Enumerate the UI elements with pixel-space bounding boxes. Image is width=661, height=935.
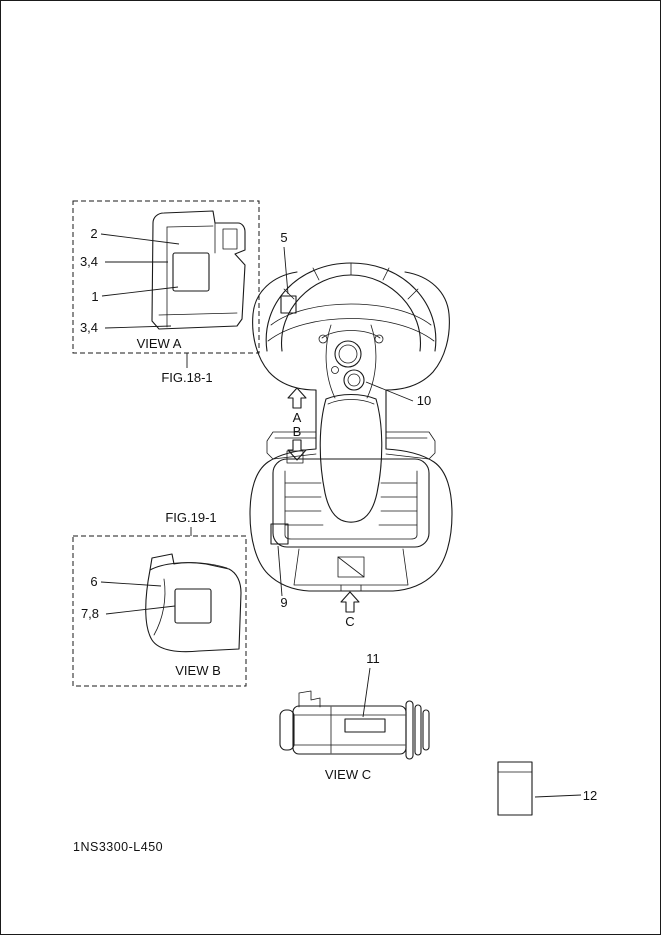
muffler-bracket xyxy=(298,690,321,708)
callout-6: 6 xyxy=(90,574,97,589)
rear-rack-crossbars xyxy=(284,482,418,526)
callout-9: 9 xyxy=(280,595,287,610)
view-b-part-drawing xyxy=(145,553,242,653)
handlebar xyxy=(321,330,381,339)
front-rack-inner xyxy=(281,274,421,352)
leader-line-7-8 xyxy=(105,605,176,615)
left-footboard xyxy=(266,431,317,460)
rear-rack-inner xyxy=(284,470,418,540)
view-a-dashed-box xyxy=(72,200,260,354)
muffler-drawing xyxy=(279,690,430,760)
wheel-arch-line xyxy=(153,578,166,636)
view-c-label: VIEW C xyxy=(325,767,371,782)
direction-a: A xyxy=(287,387,307,425)
muffler-ring-1 xyxy=(405,700,414,760)
view-a-label: VIEW A xyxy=(137,336,182,351)
panel-seam-bottom xyxy=(158,312,238,316)
hitch xyxy=(337,556,365,578)
fig-19-1-ref: FIG.19-1 xyxy=(165,510,216,525)
direction-label-c: C xyxy=(345,614,354,629)
atv-body-outline xyxy=(249,271,453,592)
direction-b: B xyxy=(287,424,307,461)
seat xyxy=(319,393,383,523)
panel-seam-top xyxy=(166,225,214,228)
leader-line-12 xyxy=(534,794,582,798)
seat-front-seam xyxy=(327,399,375,405)
emblem-part-12: 12 xyxy=(497,761,597,816)
leader-line-3-4-lower xyxy=(104,325,172,329)
leader-line-2 xyxy=(100,233,180,245)
leader-line-1 xyxy=(101,286,179,297)
rear-panel-tab xyxy=(149,553,175,571)
callout-3-4-upper: 3,4 xyxy=(80,254,98,269)
console-outline xyxy=(325,324,377,399)
rear-rack-outer xyxy=(272,458,430,548)
tail-panel xyxy=(293,548,409,586)
view-a-part-drawing xyxy=(151,210,246,330)
label-9-location xyxy=(270,523,289,545)
fuel-cap-inner xyxy=(347,373,361,387)
right-footboard xyxy=(385,431,436,460)
label-1-location xyxy=(172,252,210,292)
callout-10: 10 xyxy=(417,393,431,408)
emblem-12-drawing xyxy=(497,761,533,816)
view-b-label: VIEW B xyxy=(175,663,221,678)
rear-panel-outline xyxy=(145,562,242,653)
muffler-left-cap xyxy=(279,709,295,751)
rear-panel-seam xyxy=(173,562,228,569)
label-11-location xyxy=(344,718,386,733)
callout-11: 11 xyxy=(366,651,380,666)
callout-5: 5 xyxy=(280,230,287,245)
muffler-ring-3 xyxy=(422,709,430,751)
callout-7-8: 7,8 xyxy=(81,606,99,621)
front-panel-outline xyxy=(151,210,246,330)
console-knob xyxy=(331,366,339,374)
direction-c: C xyxy=(340,591,360,629)
view-b-dashed-box xyxy=(72,535,247,687)
view-c-detail: 11 VIEW C xyxy=(279,651,430,782)
view-a-detail: 2 3,4 1 3,4 VIEW A FIG.18-1 xyxy=(72,200,260,385)
muffler-seams xyxy=(293,706,406,754)
front-rack-outer xyxy=(265,262,437,352)
callout-12: 12 xyxy=(583,788,597,803)
part-code: 1NS3300-L450 xyxy=(73,840,163,854)
label-5-location xyxy=(280,295,297,314)
leader-line-11 xyxy=(362,667,371,718)
arrow-up-a-icon xyxy=(287,387,307,409)
instrument-cluster-outer xyxy=(334,340,362,368)
leader-line-6 xyxy=(100,581,162,587)
instrument-cluster-inner xyxy=(338,344,358,364)
front-rack-crossbar-2 xyxy=(267,318,435,342)
callout-3-4-lower: 3,4 xyxy=(80,320,98,335)
front-rack-crossbar-1 xyxy=(270,303,432,326)
atv-top-view xyxy=(249,262,453,592)
left-grip xyxy=(318,334,328,344)
direction-label-b: B xyxy=(293,424,302,439)
label-7-8-location xyxy=(174,588,212,624)
arrow-down-b-icon xyxy=(287,439,307,461)
front-rack-spokes xyxy=(283,262,419,300)
muffler-body xyxy=(292,705,407,755)
direction-label-a: A xyxy=(293,410,302,425)
right-grip xyxy=(374,334,384,344)
leader-line-9 xyxy=(277,545,283,597)
panel-pod-detail xyxy=(222,228,238,250)
view-b-detail: FIG.19-1 6 7,8 VIEW B xyxy=(72,510,247,687)
fuel-cap-outer xyxy=(343,369,365,391)
callout-1: 1 xyxy=(91,289,98,304)
muffler-ring-2 xyxy=(414,704,422,756)
fig-18-1-ref: FIG.18-1 xyxy=(161,370,212,385)
callout-2: 2 xyxy=(90,226,97,241)
leader-line-5 xyxy=(283,246,289,295)
hitch-detail xyxy=(337,556,365,592)
small-body-label xyxy=(286,450,304,464)
leader-line-10 xyxy=(365,381,414,402)
arrow-up-c-icon xyxy=(340,591,360,613)
